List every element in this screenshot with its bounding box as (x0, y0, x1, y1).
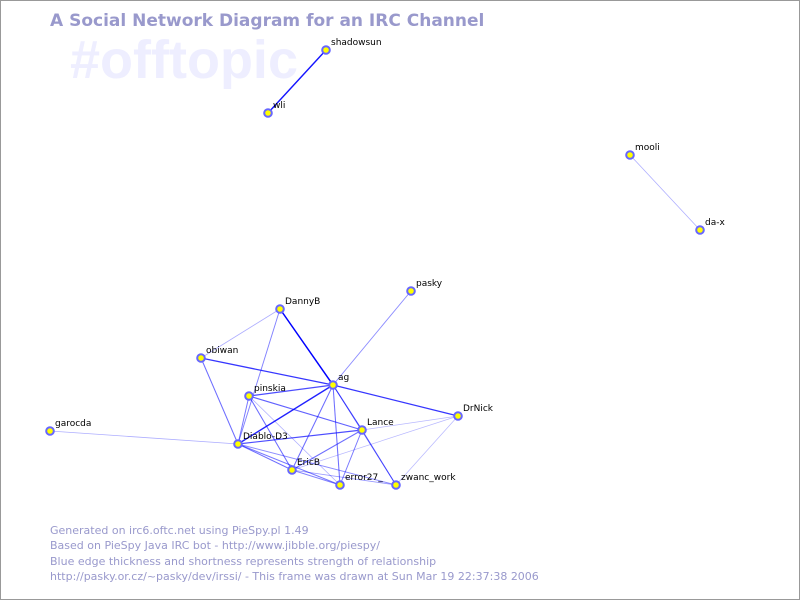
edge-obiwan-Diablo-D3 (200, 357, 239, 445)
edge-EricB-error27_ (291, 469, 341, 486)
node-label: da-x (705, 218, 725, 228)
node-label: ag (338, 373, 349, 383)
node-obiwan: obiwan (196, 346, 238, 363)
edge-Lance-DrNick (361, 415, 459, 431)
edge-Diablo-D3-error27_ (237, 443, 341, 486)
edge-ag-Diablo-D3 (237, 384, 334, 445)
edge-Lance-EricB (291, 429, 363, 471)
node-label: obiwan (206, 346, 238, 356)
edge-shadowsun-wli (267, 49, 327, 114)
footer-line-timestamp: http://pasky.or.cz/~pasky/dev/irssi/ - T… (50, 569, 539, 583)
node-label: pasky (416, 279, 443, 289)
node-garocda: garocda (45, 419, 91, 436)
edge-Diablo-D3-Lance (237, 429, 363, 445)
node-dot (45, 426, 55, 436)
node-Diablo-D3: Diablo-D3 (233, 432, 288, 449)
edge-ag-Lance (332, 384, 363, 431)
node-dot (391, 480, 401, 490)
node-Lance: Lance (357, 418, 394, 435)
node-ag: ag (328, 373, 349, 390)
node-dot (233, 439, 243, 449)
edge-garocda-Diablo-D3 (49, 430, 239, 445)
footer-line-legend: Blue edge thickness and shortness repres… (50, 554, 437, 568)
node-zwanc_work: zwanc_work (391, 473, 456, 490)
edge-DannyB-obiwan (200, 308, 281, 359)
node-EricB: EricB (287, 458, 320, 475)
node-dot (453, 411, 463, 421)
edge-ag-pinskia (248, 384, 334, 397)
footer-line-generated: Generated on irc6.oftc.net using PieSpy.… (50, 524, 309, 537)
node-label: zwanc_work (401, 473, 456, 483)
node-dot (321, 45, 331, 55)
node-dot (406, 286, 416, 296)
node-label: wli (273, 101, 285, 111)
edge-Diablo-D3-zwanc_work (237, 443, 397, 486)
node-dot (244, 391, 254, 401)
node-label: DannyB (285, 297, 320, 307)
edge-Lance-error27_ (339, 429, 363, 486)
node-label: EricB (297, 458, 320, 468)
node-label: error27_ (345, 473, 383, 483)
node-error27_: error27_ (335, 473, 383, 490)
node-da-x: da-x (695, 218, 725, 235)
node-label: mooli (635, 143, 660, 153)
diagram-title: A Social Network Diagram for an IRC Chan… (50, 11, 485, 31)
edge-Diablo-D3-EricB (237, 443, 293, 471)
node-label: garocda (55, 419, 91, 429)
edge-pinskia-EricB (248, 395, 293, 471)
edge-pasky-ag (332, 290, 412, 386)
edge-ag-EricB (291, 384, 334, 471)
node-dot (196, 353, 206, 363)
node-label: pinskia (254, 384, 286, 394)
edge-ag-DrNick (332, 384, 459, 417)
node-shadowsun: shadowsun (321, 38, 382, 55)
edges-layer (49, 49, 701, 486)
node-wli: wli (263, 101, 285, 118)
node-DannyB: DannyB (275, 297, 320, 314)
edge-pinskia-Diablo-D3 (237, 395, 250, 445)
edge-pinskia-error27_ (248, 395, 341, 486)
edge-DannyB-Diablo-D3 (237, 308, 281, 445)
footer: Generated on irc6.oftc.net using PieSpy.… (50, 523, 539, 584)
node-label: Lance (367, 418, 394, 428)
node-mooli: mooli (625, 143, 660, 160)
footer-line-based-on: Based on PieSpy Java IRC bot - http://ww… (50, 539, 380, 553)
edge-mooli-da-x (629, 154, 701, 231)
edge-pinskia-Lance (248, 395, 363, 431)
node-DrNick: DrNick (453, 404, 494, 421)
node-dot (328, 380, 338, 390)
node-pinskia: pinskia (244, 384, 286, 401)
edge-DrNick-EricB (291, 415, 459, 471)
node-dot (335, 480, 345, 490)
edge-obiwan-ag (200, 357, 334, 386)
node-label: shadowsun (331, 38, 382, 48)
node-label: DrNick (463, 404, 494, 414)
node-pasky: pasky (406, 279, 443, 296)
node-dot (263, 108, 273, 118)
node-dot (695, 225, 705, 235)
edge-DannyB-ag (279, 308, 334, 386)
channel-watermark: #offtopic (70, 30, 298, 90)
node-dot (357, 425, 367, 435)
edge-EricB-zwanc_work (291, 469, 397, 486)
edge-DrNick-zwanc_work (395, 415, 459, 486)
node-label: Diablo-D3 (243, 432, 288, 442)
node-dot (275, 304, 285, 314)
node-dot (625, 150, 635, 160)
edge-ag-error27_ (332, 384, 341, 486)
node-dot (287, 465, 297, 475)
edge-Lance-zwanc_work (361, 429, 397, 486)
